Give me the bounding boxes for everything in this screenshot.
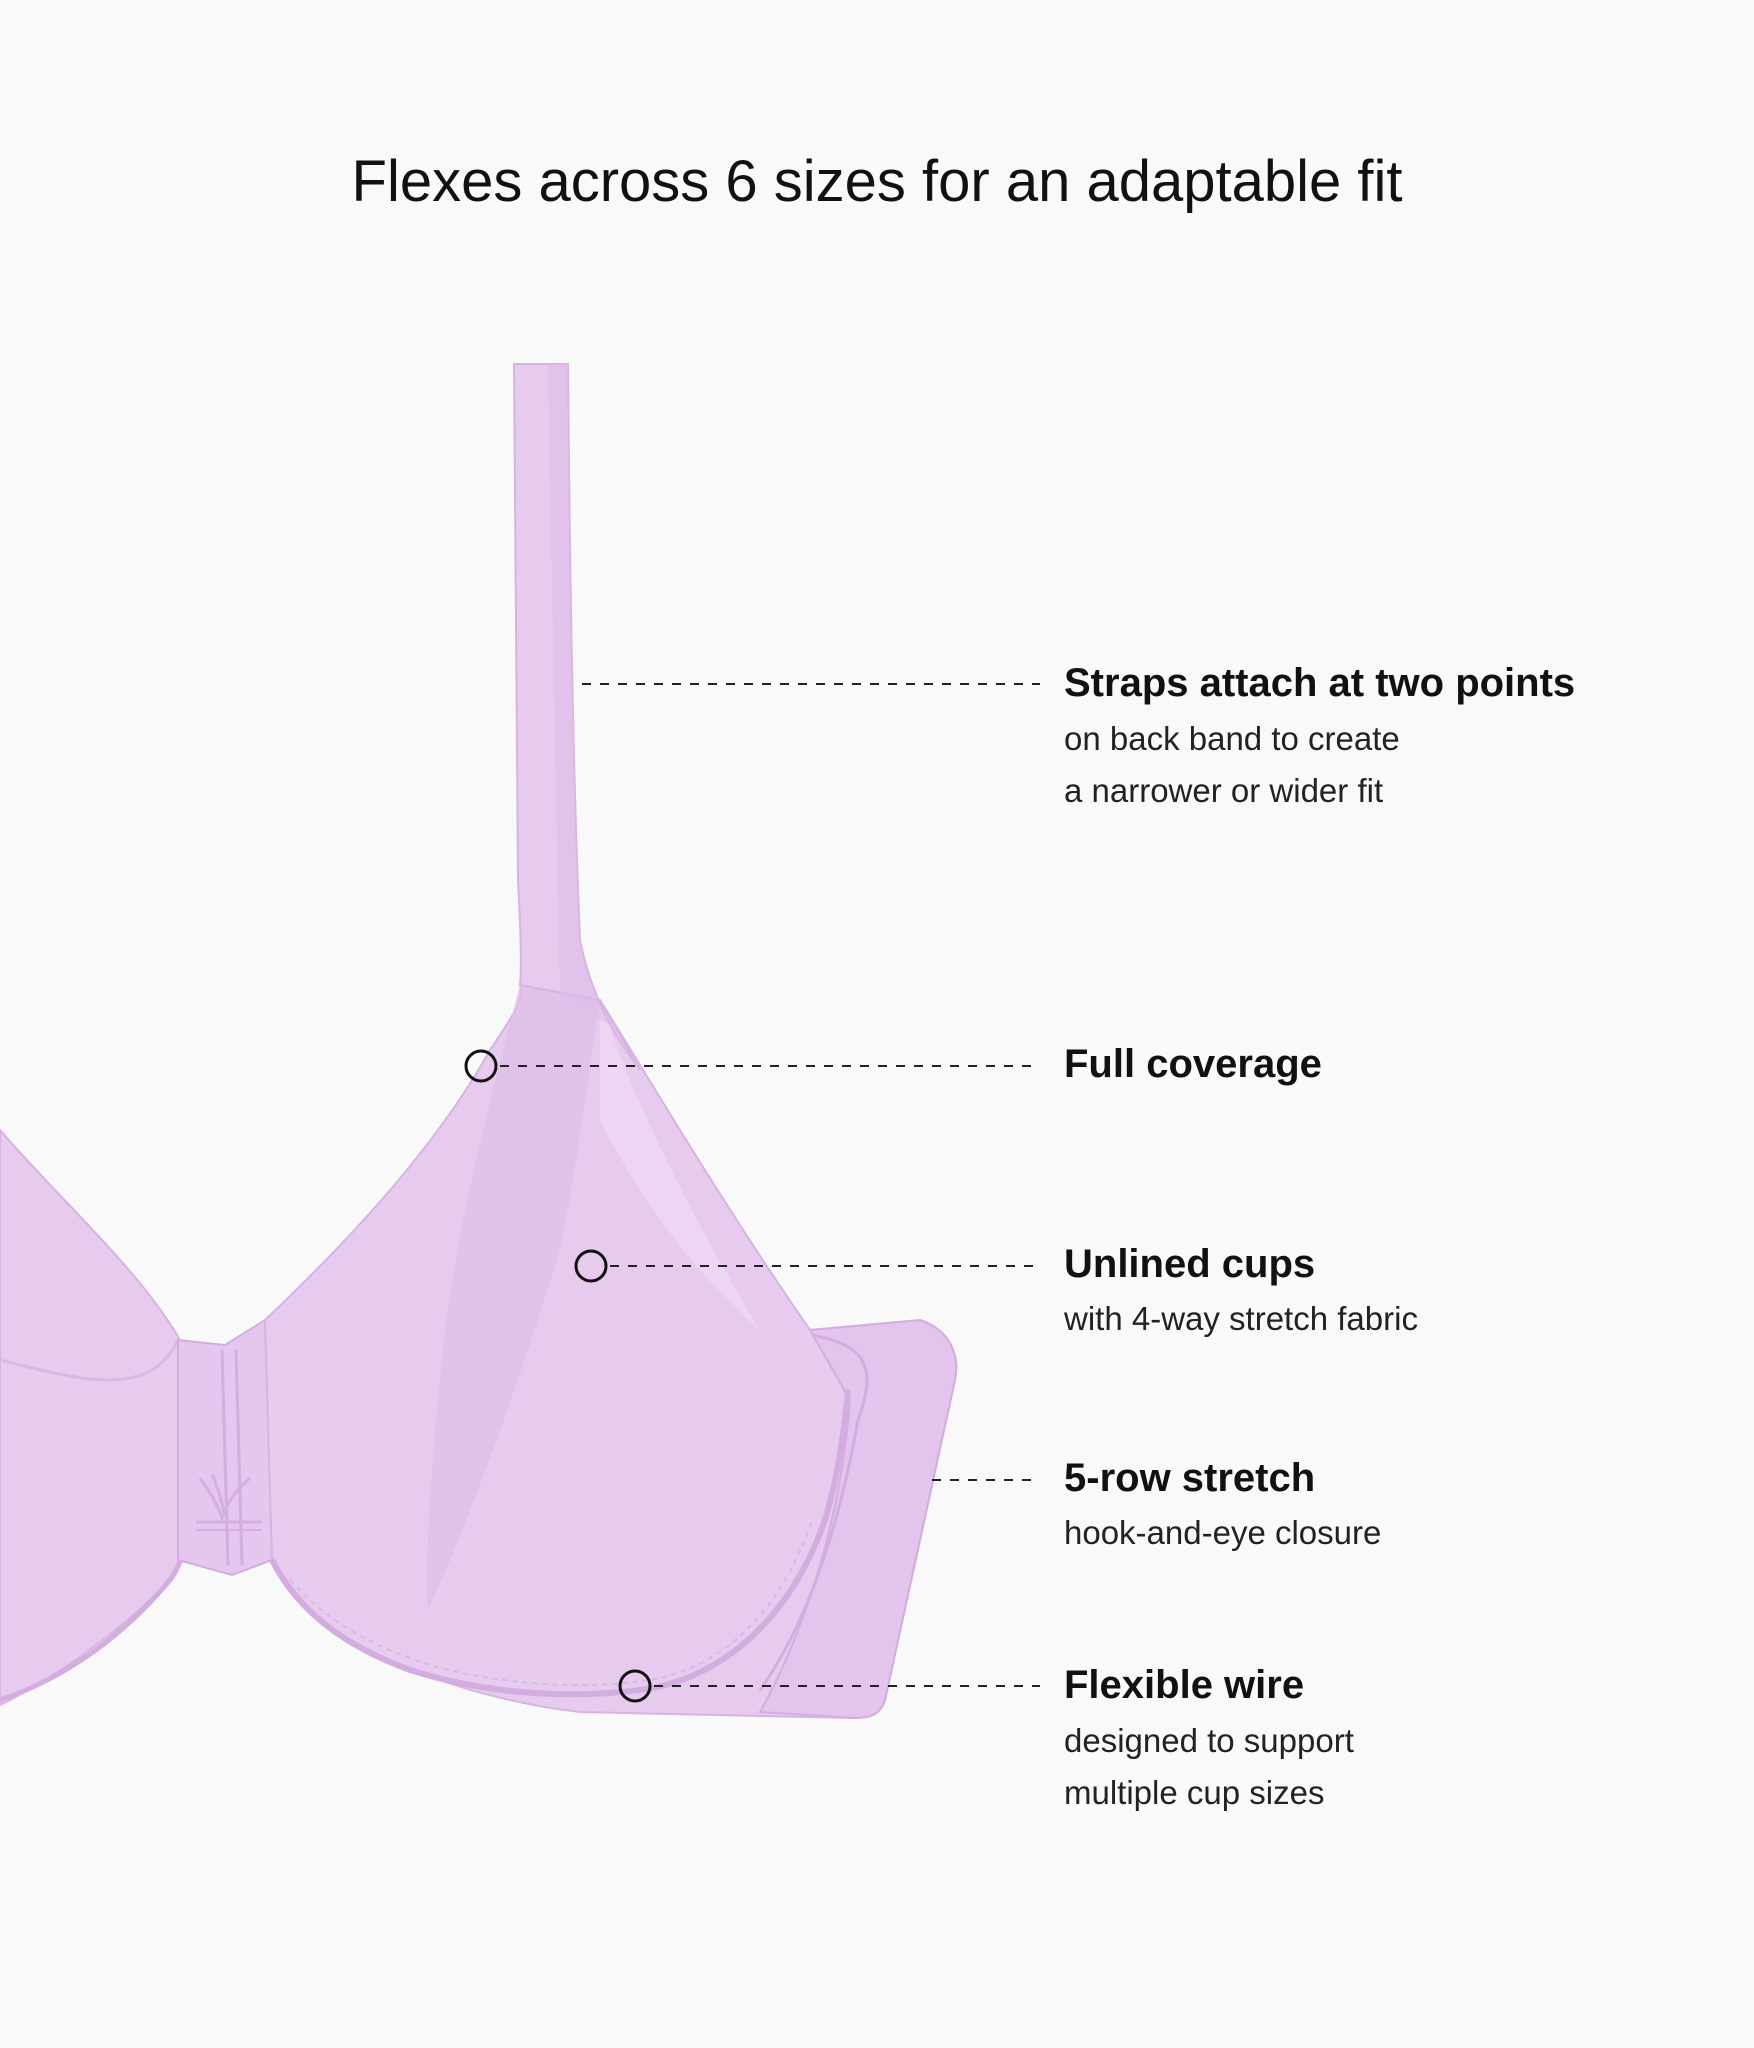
callout-title: Straps attach at two points [1064,661,1576,705]
callout-description-line: a narrower or wider fit [1064,772,1384,809]
callout-description-line: multiple cup sizes [1064,1774,1325,1811]
callout-description-line: on back band to create [1064,720,1400,757]
shoulder-strap [512,363,641,1071]
underwire-channel [269,1389,851,1698]
strap-shadow [548,364,610,1025]
cup-highlight [600,1000,760,1330]
callout-title: Unlined cups [1064,1242,1316,1286]
callout-description-line: with 4-way stretch fabric [1064,1300,1418,1337]
callout-title: Flexible wire [1064,1663,1305,1707]
marker-full-coverage [464,1049,498,1083]
page-title: Flexes across 6 sizes for an adaptable f… [351,149,1403,214]
side-band [758,1318,958,1720]
cup-fold-shadow [427,985,600,1610]
callout-description-line: hook-and-eye closure [1064,1514,1382,1551]
callout-description-line: designed to support [1064,1722,1354,1759]
callout-title: 5-row stretch [1064,1456,1316,1500]
side-band-seam [758,1333,869,1691]
left-cup-seam [0,1339,180,1382]
brand-logo-icon [196,1473,262,1531]
callout-title: Full coverage [1064,1042,1322,1086]
marker-flexible-wire [618,1669,652,1703]
underwire-stitch [289,1519,813,1687]
marker-unlined-cups [574,1249,608,1283]
